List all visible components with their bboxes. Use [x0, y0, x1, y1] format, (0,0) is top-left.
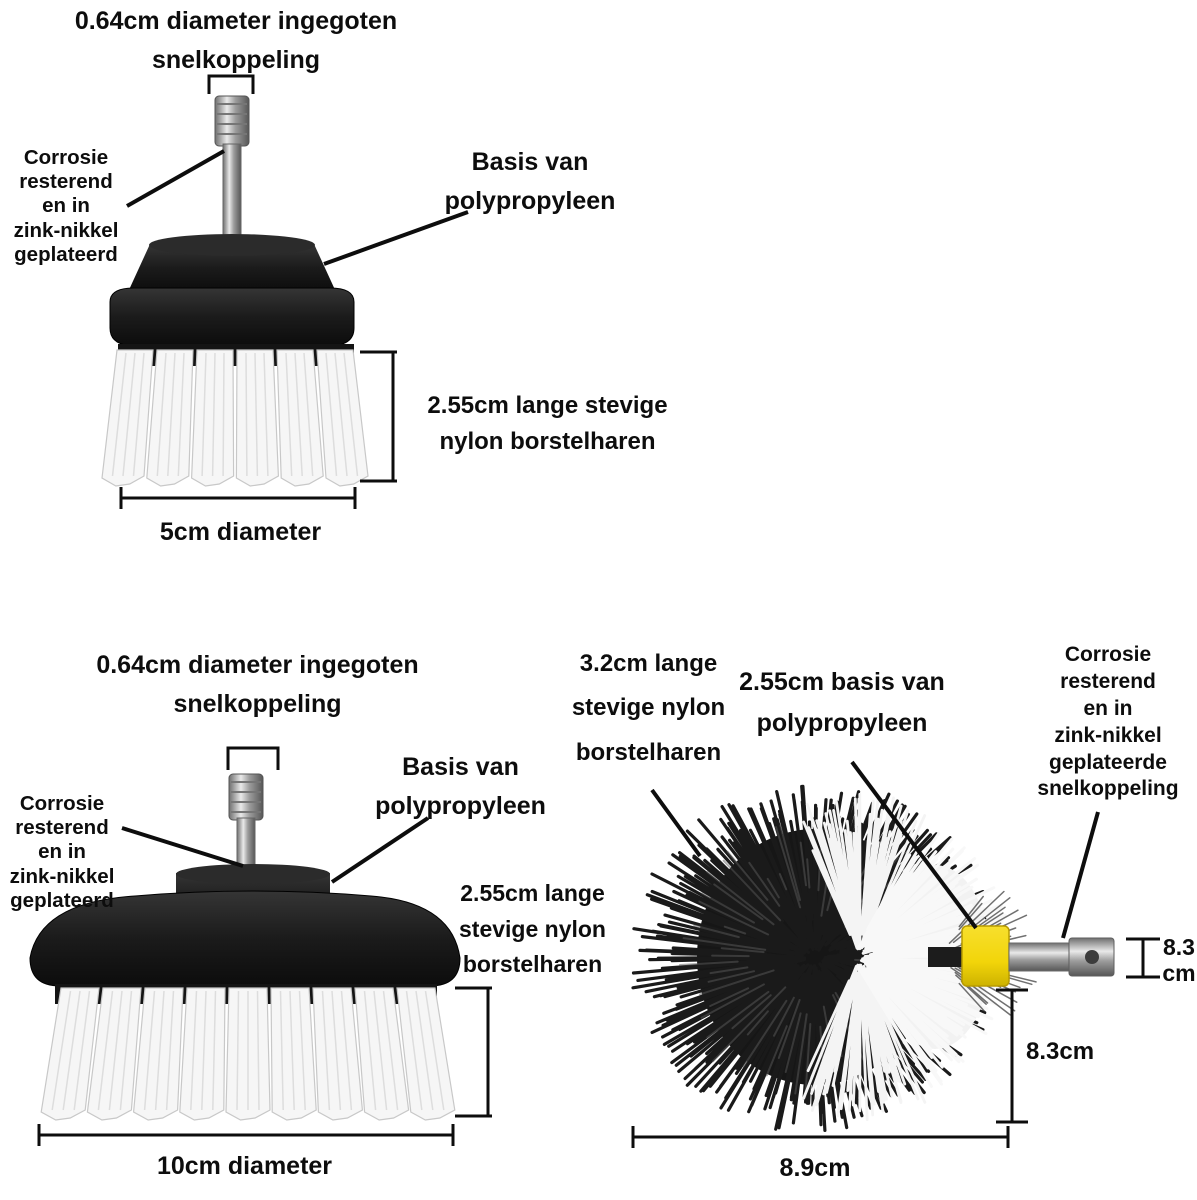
top-diameter-measure — [119, 487, 357, 509]
bottom-left-brush-bristles — [40, 987, 456, 1121]
top-brush-bristles — [101, 349, 369, 487]
bl-bristle-measure — [455, 986, 492, 1118]
top-brush-diameter-label: 5cm diameter — [159, 518, 322, 546]
bottom-left-brush-corrosion-label: Corrosie resterend en in zink-nikkel gep… — [9, 792, 115, 912]
bl-base-pointer — [330, 816, 430, 884]
br-bristle-pointer — [650, 788, 702, 858]
top-brush-base — [109, 234, 355, 366]
top-brush-bristle-label: 2.55cm lange stevige nylon borstelharen — [427, 392, 668, 455]
top-brush-coupling-label: 0.64cm diameter ingegoten snelkoppeling — [74, 7, 398, 74]
br-corrosion-pointer — [1061, 811, 1100, 939]
ball-brush-corrosion-label: Corrosie resterend en in zink-nikkel gep… — [1037, 643, 1179, 801]
bl-diameter-measure — [37, 1124, 455, 1146]
bottom-left-brush-base-label: Basis van polypropyleen — [375, 753, 546, 820]
bottom-left-brush-coupling-label: 0.64cm diameter ingegoten snelkoppeling — [96, 651, 419, 718]
top-brush-base-label: Basis van polypropyleen — [444, 148, 616, 215]
top-coupling-bracket — [207, 74, 255, 94]
ball-brush-width-measure-label: 8.9cm — [779, 1154, 851, 1182]
ball-brush-base-label: 2.55cm basis van polypropyleen — [739, 668, 945, 738]
ball-brush-shank-measure-label: 8.3 cm — [1162, 934, 1196, 987]
annotation-lines — [37, 74, 1160, 1148]
bottom-left-brush-illustration — [29, 773, 461, 1121]
ball-brush-illustration — [631, 784, 1115, 1132]
br-shank-measure — [1126, 937, 1160, 979]
top-brush-shank — [214, 95, 250, 247]
top-bristle-measure — [360, 350, 397, 483]
ball-brush-bristle-label: 3.2cm lange stevige nylon borstelharen — [571, 650, 726, 766]
bottom-left-brush-bristle-label: 2.55cm lange stevige nylon borstelharen — [459, 880, 606, 978]
br-base-pointer — [850, 760, 978, 930]
bl-corrosion-pointer — [121, 826, 244, 868]
bl-coupling-bracket — [226, 746, 280, 770]
bottom-left-brush-diameter-label: 10cm diameter — [156, 1152, 333, 1180]
ball-brush-shank — [1008, 937, 1115, 977]
ball-brush-height-measure-label: 8.3cm — [1026, 1038, 1095, 1065]
ball-brush-stem — [928, 947, 966, 967]
ball-brush-yellow-collar — [961, 925, 1010, 987]
br-height-measure — [996, 988, 1028, 1124]
top-base-pointer — [323, 210, 469, 266]
top-brush-illustration — [101, 95, 369, 487]
shank-detent-hole — [1085, 950, 1099, 964]
br-width-measure — [631, 1126, 1010, 1148]
top-corrosion-pointer — [126, 149, 225, 208]
top-brush-corrosion-label: Corrosie resterend en in zink-nikkel gep… — [13, 146, 119, 266]
